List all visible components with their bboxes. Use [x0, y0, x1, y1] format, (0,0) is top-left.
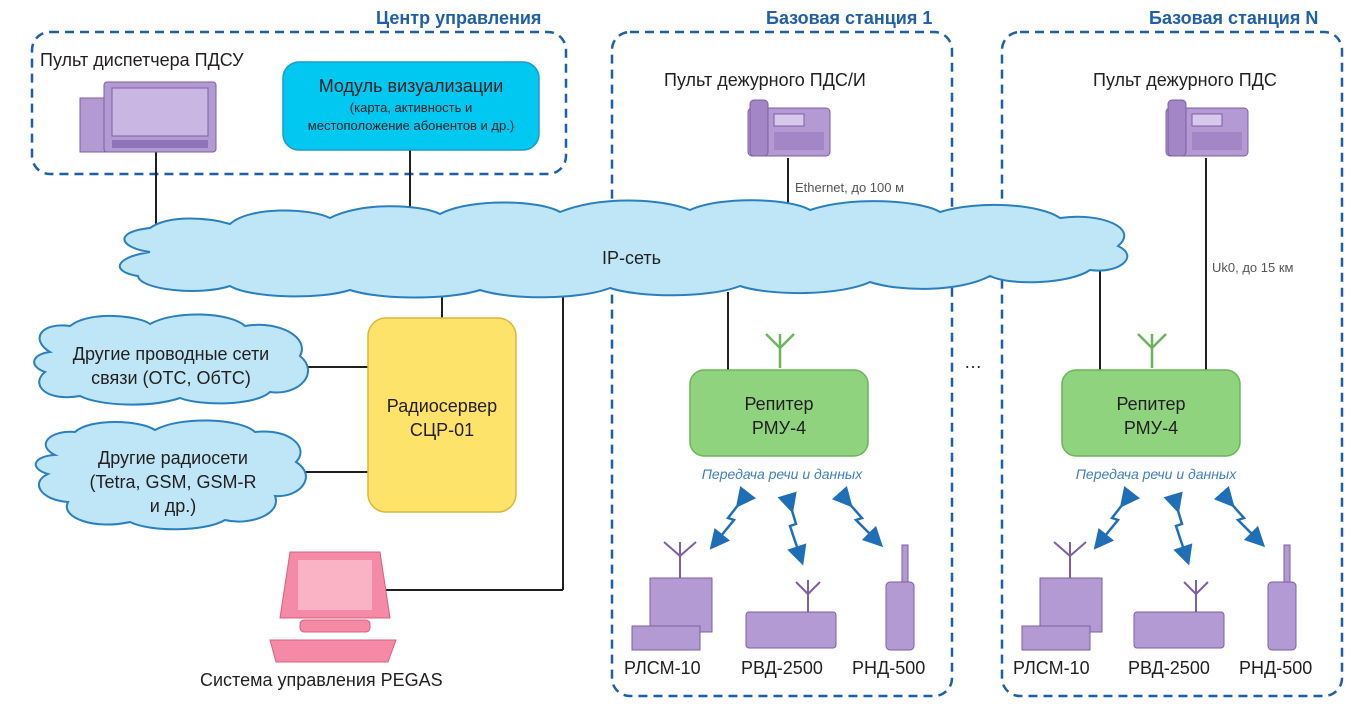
- desk-phone-icon-1: [747, 99, 831, 157]
- base-station-n-frame: [1000, 30, 1344, 698]
- station1-link-label: Ethernet, до 100 м: [795, 180, 905, 195]
- section-control-center: Центр управления: [376, 8, 542, 28]
- dispatcher-console-icon: [79, 81, 217, 153]
- rvd-2500-icon-1: [745, 580, 837, 649]
- station1-device-rnd500: РНД-500: [852, 658, 926, 678]
- other-radio-line2: (Tetra, GSM, GSM-R: [89, 472, 257, 492]
- repeater-antenna-n: [1137, 333, 1167, 368]
- visualization-title: Модуль визуализации: [318, 76, 504, 96]
- other-wired-line1: Другие проводные сети: [72, 344, 270, 364]
- rnd-500-icon-1: [885, 544, 915, 651]
- repeater-box-n: [1061, 369, 1241, 457]
- repeater-antenna-1: [765, 333, 795, 368]
- rvd-2500-icon-n: [1133, 580, 1225, 649]
- radioserver-box: [367, 317, 517, 513]
- rlsm-10-icon-1: [631, 541, 713, 651]
- rlsm-10-icon-n: [1021, 541, 1103, 651]
- pegas-label: Система управления PEGAS: [200, 670, 443, 690]
- station1-device-rvd2500: РВД-2500: [741, 658, 823, 678]
- other-radio-line1: Другие радиосети: [98, 448, 248, 468]
- ellipsis: …: [964, 352, 982, 372]
- other-wired-networks-cloud: [33, 313, 310, 406]
- section-base-station-1: Базовая станция 1: [766, 8, 933, 28]
- station1-repeater-line2: РМУ-4: [751, 418, 807, 438]
- stationn-repeater-line1: Репитер: [1116, 394, 1186, 414]
- ip-network-label: IP-сеть: [602, 248, 662, 268]
- stationn-device-rnd500: РНД-500: [1239, 658, 1313, 678]
- radio-link-arrows: [709, 485, 1266, 566]
- station1-device-rlsm10: РЛСМ-10: [624, 658, 701, 678]
- ip-network-cloud: [118, 199, 1129, 299]
- control-center-frame: [30, 30, 568, 176]
- other-radio-line3: и др.): [149, 496, 197, 516]
- desk-phone-icon-n: [1165, 99, 1249, 157]
- repeater-box-1: [689, 369, 869, 457]
- other-radio-networks-cloud: [34, 419, 307, 531]
- station1-console-label: Пульт дежурного ПДС/И: [664, 70, 866, 90]
- visualization-line2: местоположение абонентов и др.): [307, 118, 515, 133]
- dispatcher-console-label: Пульт диспетчера ПДСУ: [40, 50, 244, 70]
- station1-transfer-label: Передача речи и данных: [701, 466, 863, 482]
- stationn-transfer-label: Передача речи и данных: [1075, 466, 1237, 482]
- section-base-station-n: Базовая станция N: [1149, 8, 1319, 28]
- station1-repeater-line1: Репитер: [744, 394, 814, 414]
- base-station-1-frame: [610, 30, 954, 698]
- stationn-device-rlsm10: РЛСМ-10: [1013, 658, 1090, 678]
- pegas-computer-icon: [269, 551, 397, 663]
- visualization-line1: (карта, активность и: [349, 100, 473, 115]
- stationn-console-label: Пульт дежурного ПДС: [1093, 70, 1277, 90]
- stationn-link-label: Uk0, до 15 км: [1212, 260, 1294, 275]
- stationn-device-rvd2500: РВД-2500: [1128, 658, 1210, 678]
- radioserver-line2: СЦР-01: [409, 420, 475, 440]
- other-wired-line2: связи (ОТС, ОбТС): [91, 368, 251, 388]
- stationn-repeater-line2: РМУ-4: [1123, 418, 1179, 438]
- rnd-500-icon-n: [1267, 544, 1297, 651]
- visualization-module-box: [282, 61, 540, 151]
- radioserver-line1: Радиосервер: [386, 396, 498, 416]
